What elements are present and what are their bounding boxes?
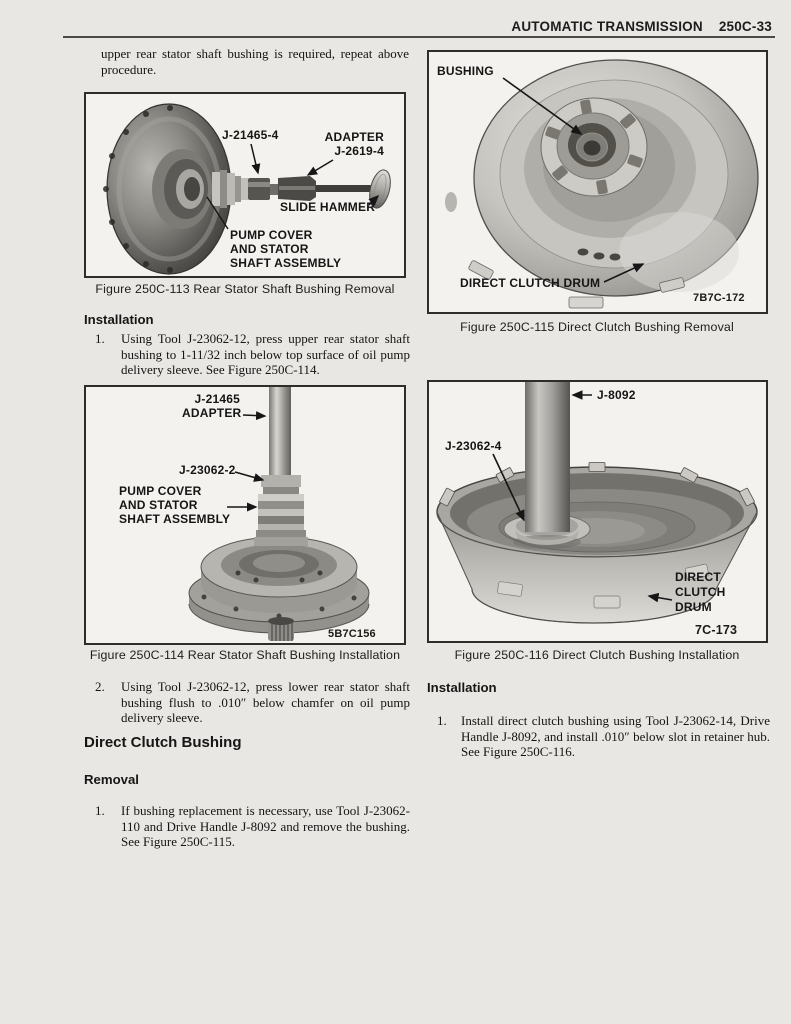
figure-250c-115: BUSHING DIRECT CLUTCH DRUM 7B7C-172 <box>427 50 768 314</box>
header-rule <box>63 36 775 38</box>
label-adapter-tool-number: J-21465-4 <box>222 128 279 142</box>
numbered-step: 1. If bushing replacement is necessary, … <box>84 803 410 850</box>
header-section-title: AUTOMATIC TRANSMISSION <box>511 19 703 34</box>
label-installer-tool: J-23062-4 <box>445 439 502 453</box>
photo-direct-clutch-bushing-installation <box>429 382 766 641</box>
heading-removal: Removal <box>84 772 139 787</box>
photo-rear-stator-bushing-removal <box>86 94 404 276</box>
figure-250c-114: J-21465 ADAPTER J-23062-2 PUMP COVER AND… <box>84 385 406 645</box>
step-text: Using Tool J-23062-12, press lower rear … <box>121 679 410 726</box>
label-pump-cover: PUMP COVER AND STATOR SHAFT ASSEMBLY <box>230 228 342 270</box>
step-text: Install direct clutch bushing using Tool… <box>461 713 770 760</box>
label-adapter: ADAPTER J-2619-4 <box>324 130 384 158</box>
page-header: AUTOMATIC TRANSMISSION 250C-33 <box>63 19 772 34</box>
figure-250c-113: J-21465-4 ADAPTER J-2619-4 SLIDE HAMMER … <box>84 92 406 278</box>
photo-rear-stator-bushing-installation <box>86 387 404 643</box>
heading-installation-left: Installation <box>84 312 154 327</box>
step-number: 1. <box>95 331 105 346</box>
numbered-step: 1. Install direct clutch bushing using T… <box>427 713 770 760</box>
label-direct-clutch-drum: DIRECT CLUTCH DRUM <box>460 276 601 290</box>
label-drive-handle: J-8092 <box>597 388 636 402</box>
header-page-code: 250C-33 <box>718 19 772 34</box>
label-bushing: BUSHING <box>437 64 494 78</box>
label-direct-clutch-drum: DIRECT CLUTCH DRUM <box>675 570 726 614</box>
figure-250c-116: J-8092 J-23062-4 DIRECT CLUTCH DRUM 7C-1… <box>427 380 768 643</box>
label-installer-tool: J-23062-2 <box>179 463 236 477</box>
step-number: 1. <box>95 803 105 818</box>
caption-figure-250c-114: Figure 250C-114 Rear Stator Shaft Bushin… <box>89 648 401 662</box>
photo-code: 7B7C-172 <box>693 292 745 304</box>
photo-direct-clutch-bushing-removal <box>429 52 766 312</box>
numbered-step: 1. Using Tool J-23062-12, press upper re… <box>84 331 410 378</box>
intro-paragraph: upper rear stator shaft bushing is requi… <box>101 46 409 77</box>
caption-figure-250c-116: Figure 250C-116 Direct Clutch Bushing In… <box>454 648 740 662</box>
label-pump-cover: PUMP COVER AND STATOR SHAFT ASSEMBLY <box>119 484 231 526</box>
caption-figure-250c-115: Figure 250C-115 Direct Clutch Bushing Re… <box>460 320 734 334</box>
label-adapter: J-21465 ADAPTER <box>182 392 242 420</box>
heading-direct-clutch-bushing: Direct Clutch Bushing <box>84 734 242 751</box>
photo-code: 7C-173 <box>695 623 738 637</box>
step-text: Using Tool J-23062-12, press upper rear … <box>121 331 410 378</box>
step-number: 1. <box>437 713 447 728</box>
step-number: 2. <box>95 679 105 694</box>
numbered-step: 2. Using Tool J-23062-12, press lower re… <box>84 679 410 726</box>
caption-figure-250c-113: Figure 250C-113 Rear Stator Shaft Bushin… <box>95 282 395 296</box>
step-text: If bushing replacement is necessary, use… <box>121 803 410 850</box>
photo-code: 5B7C156 <box>328 628 376 640</box>
label-slide-hammer: SLIDE HAMMER <box>280 200 376 214</box>
heading-installation-right: Installation <box>427 680 497 695</box>
